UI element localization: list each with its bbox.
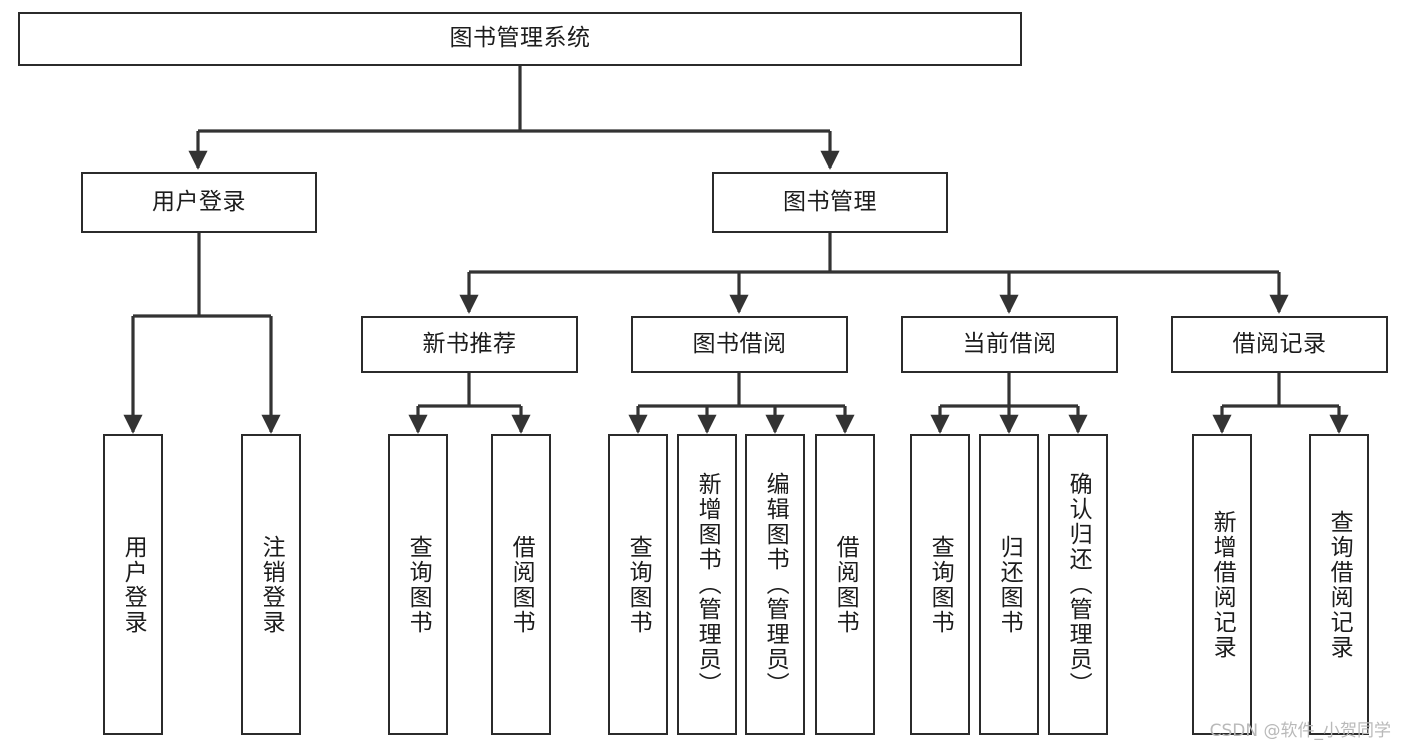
leaf-new-book-borrow-label: 借阅图书 [508, 534, 535, 635]
node-book-manage-label: 图书管理 [783, 188, 877, 215]
leaf-book-borrow-borrow-label: 借阅图书 [832, 534, 859, 635]
leaf-book-borrow-edit[interactable]: 编辑图书（管理员） [745, 434, 805, 735]
leaf-current-borrow-return[interactable]: 归还图书 [979, 434, 1039, 735]
node-user-login[interactable]: 用户登录 [81, 172, 317, 233]
node-root-system-label: 图书管理系统 [449, 25, 591, 52]
leaf-book-borrow-query[interactable]: 查询图书 [608, 434, 668, 735]
leaf-book-borrow-query-label: 查询图书 [625, 534, 652, 635]
leaf-current-borrow-return-label: 归还图书 [996, 534, 1023, 635]
leaf-borrow-record-query-label: 查询借阅记录 [1326, 509, 1353, 660]
node-book-borrow[interactable]: 图书借阅 [631, 316, 848, 373]
leaf-user-login-logout[interactable]: 注销登录 [241, 434, 301, 735]
node-new-book-recommend[interactable]: 新书推荐 [361, 316, 578, 373]
leaf-new-book-borrow[interactable]: 借阅图书 [491, 434, 551, 735]
leaf-user-login-login[interactable]: 用户登录 [103, 434, 163, 735]
leaf-borrow-record-add-label: 新增借阅记录 [1209, 509, 1236, 660]
node-book-manage[interactable]: 图书管理 [712, 172, 948, 233]
leaf-borrow-record-query[interactable]: 查询借阅记录 [1309, 434, 1369, 735]
leaf-book-borrow-borrow[interactable]: 借阅图书 [815, 434, 875, 735]
node-current-borrow-label: 当前借阅 [962, 330, 1057, 357]
node-borrow-record-label: 借阅记录 [1232, 330, 1327, 357]
leaf-user-login-login-label: 用户登录 [120, 534, 147, 635]
leaf-book-borrow-add-label: 新增图书（管理员） [694, 472, 721, 697]
leaf-new-book-query-label: 查询图书 [405, 534, 432, 635]
leaf-current-borrow-confirm-label: 确认归还（管理员） [1065, 472, 1092, 697]
leaf-user-login-logout-label: 注销登录 [258, 534, 285, 635]
node-user-login-label: 用户登录 [152, 188, 246, 215]
leaf-book-borrow-edit-label: 编辑图书（管理员） [762, 472, 789, 697]
leaf-current-borrow-query-label: 查询图书 [927, 534, 954, 635]
leaf-new-book-query[interactable]: 查询图书 [388, 434, 448, 735]
leaf-borrow-record-add[interactable]: 新增借阅记录 [1192, 434, 1252, 735]
node-new-book-recommend-label: 新书推荐 [422, 330, 517, 357]
leaf-current-borrow-confirm[interactable]: 确认归还（管理员） [1048, 434, 1108, 735]
node-current-borrow[interactable]: 当前借阅 [901, 316, 1118, 373]
node-book-borrow-label: 图书借阅 [692, 330, 787, 357]
node-borrow-record[interactable]: 借阅记录 [1171, 316, 1388, 373]
leaf-current-borrow-query[interactable]: 查询图书 [910, 434, 970, 735]
leaf-book-borrow-add[interactable]: 新增图书（管理员） [677, 434, 737, 735]
node-root-system[interactable]: 图书管理系统 [18, 12, 1022, 66]
